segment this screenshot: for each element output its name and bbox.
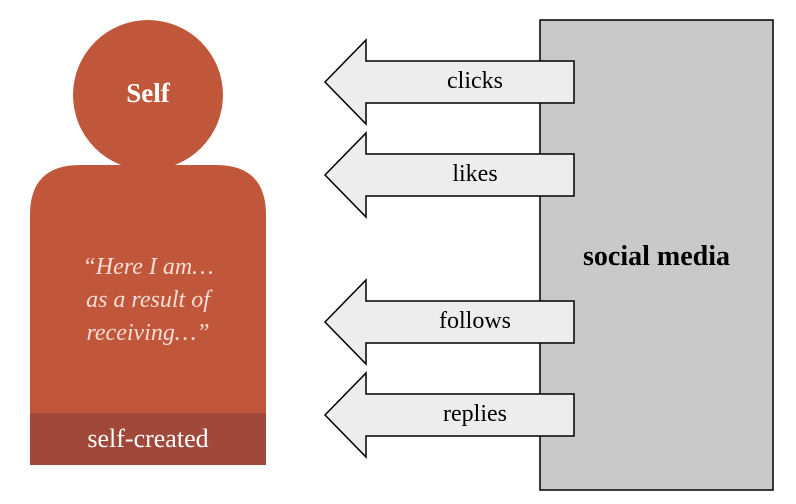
self-body: [30, 165, 266, 413]
arrow-label-likes: likes: [452, 161, 498, 187]
self-footer-label: self-created: [87, 424, 209, 453]
self-footer-band: [30, 413, 266, 465]
arrow-follows: [323, 278, 575, 366]
arrow-likes: [323, 131, 575, 219]
self-quote-line-3: receiving…”: [86, 320, 210, 346]
self-quote-line-1: “Here I am…: [82, 254, 214, 280]
arrow-label-follows: follows: [439, 308, 511, 334]
self-head: [73, 20, 223, 170]
arrow-label-clicks: clicks: [447, 68, 503, 94]
self-title: Self: [126, 78, 170, 108]
arrow-clicks: [323, 38, 575, 126]
arrow-label-replies: replies: [443, 401, 507, 427]
social-media-box: [539, 19, 774, 491]
social-media-label: social media: [583, 241, 730, 272]
self-quote-line-2: as a result of: [86, 287, 210, 313]
arrow-replies: [323, 371, 575, 459]
